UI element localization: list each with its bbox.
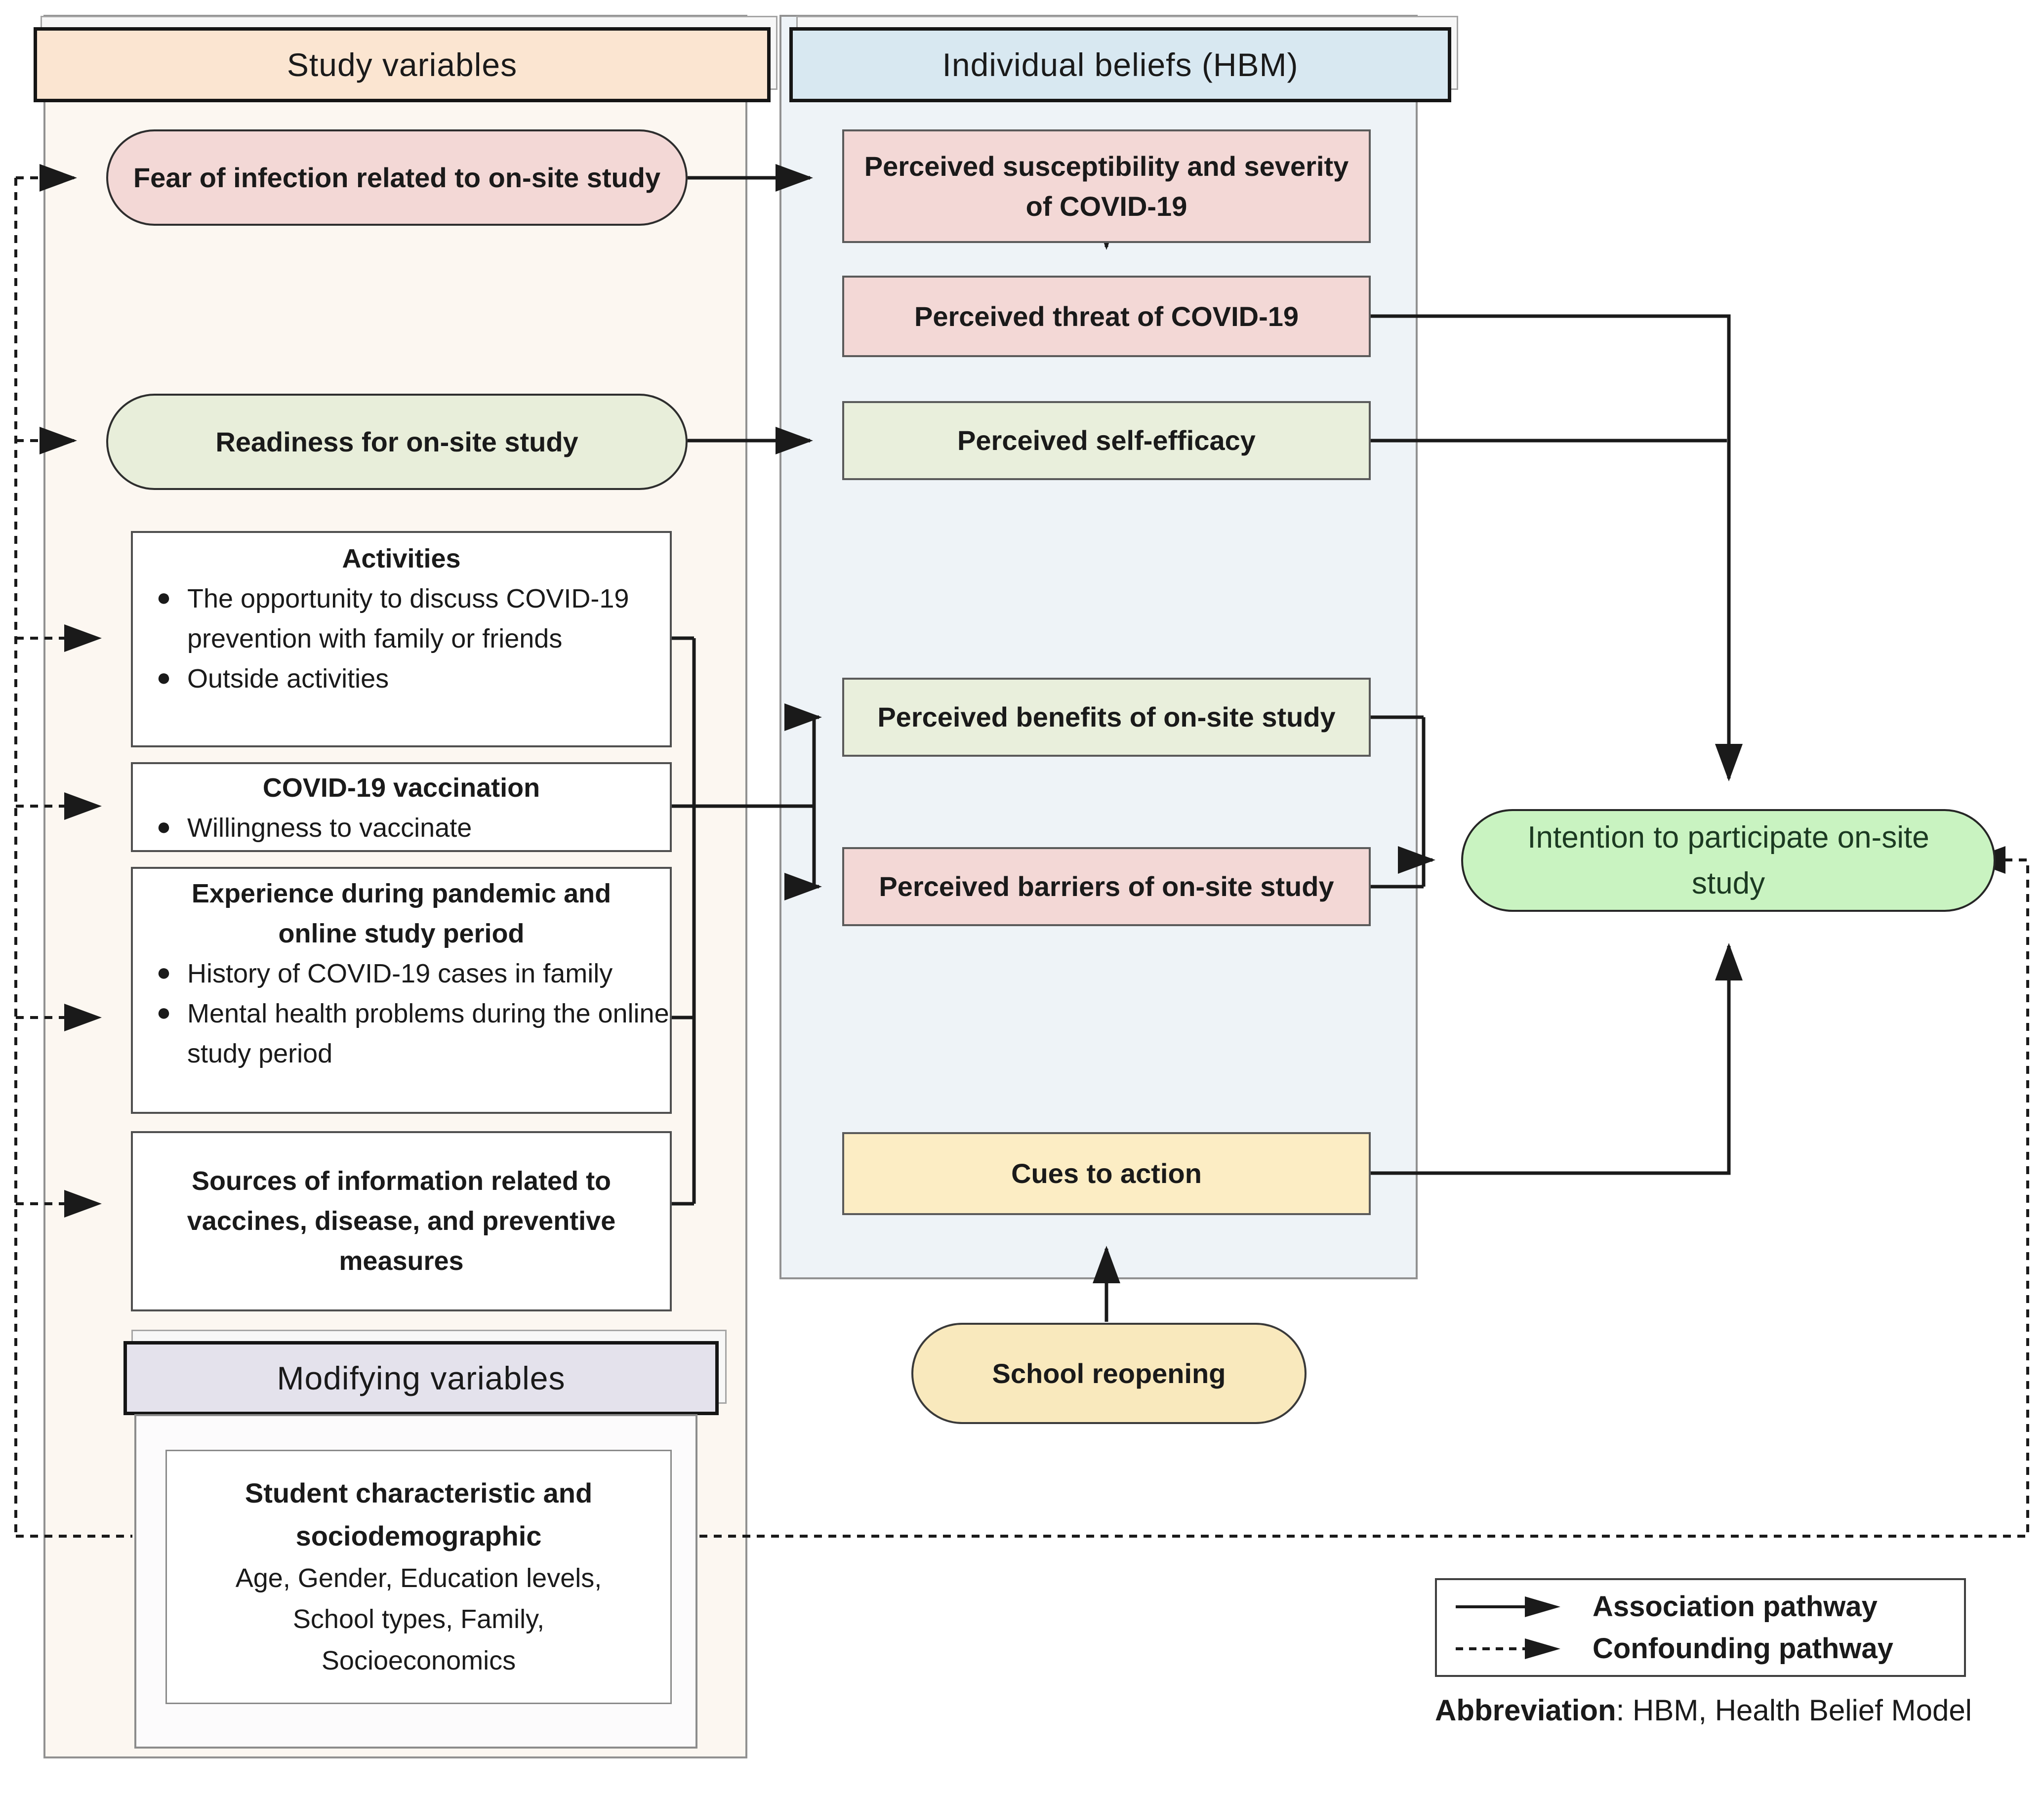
activities-bullets: ● The opportunity to discuss COVID-19 pr… <box>111 579 692 699</box>
experience-bullet-1: History of COVID-19 cases in family <box>187 959 613 988</box>
vaccination-title: COVID-19 vaccination <box>262 773 540 803</box>
susceptibility-label: Perceived susceptibility and severity of… <box>864 150 1349 222</box>
list-item: ● The opportunity to discuss COVID-19 pr… <box>140 579 677 659</box>
experience-box: Experience during pandemic and online st… <box>131 867 672 1114</box>
cues-to-action-box: Cues to action <box>842 1132 1371 1215</box>
self-efficacy-box: Perceived self-efficacy <box>842 401 1371 480</box>
barriers-box: Perceived barriers of on-site study <box>842 847 1371 926</box>
activities-bullet-2: Outside activities <box>187 664 389 693</box>
experience-bullet-2: Mental health problems during the online… <box>187 999 669 1068</box>
benefits-box: Perceived benefits of on-site study <box>842 678 1371 757</box>
activities-box: Activities ● The opportunity to discuss … <box>131 531 672 747</box>
sources-title: Sources of information related to vaccin… <box>187 1166 616 1276</box>
cues-to-action-label: Cues to action <box>1011 1158 1202 1189</box>
experience-title: Experience during pandemic and online st… <box>191 879 612 948</box>
student-characteristics-title: Student characteristic and sociodemograp… <box>245 1477 593 1551</box>
vaccination-box: COVID-19 vaccination ● Willingness to va… <box>131 762 672 852</box>
association-pathway-label: Association pathway <box>1593 1590 1878 1623</box>
fear-of-infection-label: Fear of infection related to on-site stu… <box>133 162 661 193</box>
student-characteristics-details: Age, Gender, Education levels, School ty… <box>235 1563 602 1676</box>
modifying-variables-title: Modifying variables <box>277 1360 566 1396</box>
list-item: ● Willingness to vaccinate <box>140 808 677 848</box>
list-item: ● History of COVID-19 cases in family <box>140 954 677 994</box>
line-threat-to-intention <box>1369 314 1743 781</box>
association-arrow-icon <box>1456 1596 1560 1617</box>
legend-association-row: Association pathway <box>1452 1590 1949 1623</box>
list-item: ● Mental health problems during the onli… <box>140 994 677 1074</box>
readiness-label: Readiness for on-site study <box>215 426 578 457</box>
line-cues-to-intention <box>1369 943 1743 1175</box>
list-item: ● Outside activities <box>140 659 677 699</box>
self-efficacy-label: Perceived self-efficacy <box>957 425 1256 456</box>
experience-bullets: ● History of COVID-19 cases in family ● … <box>111 954 692 1074</box>
vaccination-bullet-1: Willingness to vaccinate <box>187 813 472 843</box>
individual-beliefs-header: Individual beliefs (HBM) <box>789 27 1451 102</box>
modifying-variables-header: Modifying variables <box>123 1341 719 1415</box>
bullet-icon: ● <box>156 663 171 691</box>
abbreviation-label: Abbreviation <box>1435 1694 1616 1727</box>
school-reopening-label: School reopening <box>992 1357 1226 1389</box>
confounding-arrow-icon <box>1456 1638 1560 1659</box>
threat-label: Perceived threat of COVID-19 <box>914 300 1299 332</box>
susceptibility-box: Perceived susceptibility and severity of… <box>842 129 1371 243</box>
activities-title: Activities <box>342 544 461 573</box>
bullet-icon: ● <box>156 998 171 1026</box>
confounding-pathway-label: Confounding pathway <box>1593 1632 1893 1665</box>
barriers-label: Perceived barriers of on-site study <box>879 871 1334 902</box>
intention-pill: Intention to participate on-site study <box>1461 809 1996 912</box>
intention-label: Intention to participate on-site study <box>1527 820 1929 900</box>
legend: Association pathway Confounding pathway <box>1435 1578 1966 1677</box>
fear-of-infection-pill: Fear of infection related to on-site stu… <box>106 129 688 226</box>
readiness-pill: Readiness for on-site study <box>106 394 688 490</box>
vaccination-bullets: ● Willingness to vaccinate <box>111 808 692 848</box>
school-reopening-pill: School reopening <box>911 1323 1307 1424</box>
study-variables-title: Study variables <box>286 46 518 83</box>
bullet-icon: ● <box>156 958 171 986</box>
student-characteristics-box: Student characteristic and sociodemograp… <box>165 1450 672 1704</box>
legend-confounding-row: Confounding pathway <box>1452 1632 1949 1665</box>
study-variables-header: Study variables <box>34 27 771 102</box>
activities-bullet-1: The opportunity to discuss COVID-19 prev… <box>187 584 629 653</box>
bullet-icon: ● <box>156 813 171 840</box>
benefits-label: Perceived benefits of on-site study <box>877 701 1336 733</box>
sources-box: Sources of information related to vaccin… <box>131 1131 672 1311</box>
threat-box: Perceived threat of COVID-19 <box>842 276 1371 357</box>
individual-beliefs-title: Individual beliefs (HBM) <box>942 46 1299 83</box>
bullet-icon: ● <box>156 583 171 611</box>
abbreviation-text: : HBM, Health Belief Model <box>1616 1694 1972 1727</box>
abbreviation-note: Abbreviation: HBM, Health Belief Model <box>1435 1693 2044 1727</box>
